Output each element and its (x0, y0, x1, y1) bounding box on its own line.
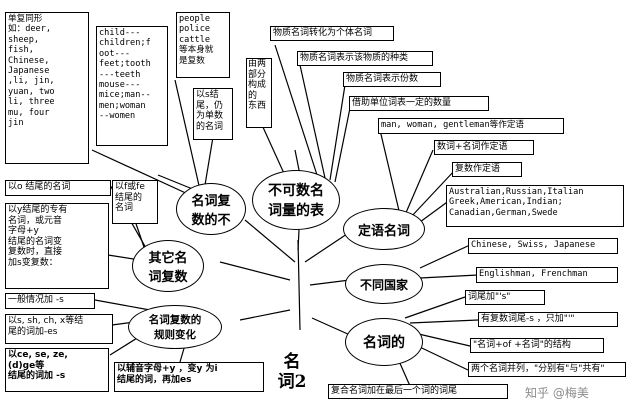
branch-nationality (309, 279, 351, 286)
root-title: 名 词2 (277, 352, 307, 392)
node-plural-irregular: 名词复 数的不 (176, 183, 246, 235)
box-compound-last: 复合名词加在最后一个词的词尾 (328, 384, 508, 399)
box-man-woman: man, woman, gentleman等作定语 (378, 118, 564, 134)
branch-plural-rules (239, 309, 291, 321)
leaf-line (404, 149, 434, 216)
leaf-line (379, 129, 401, 216)
leaf-line (174, 79, 201, 191)
trunk-line (297, 239, 301, 331)
box-englishman: Englishman, Frenchman (476, 267, 618, 283)
box-number-noun: 数词+名词作定语 (434, 140, 534, 155)
leaf-line (404, 296, 466, 319)
box-australian: Australian,Russian,Italian Greek,America… (446, 185, 624, 227)
box-unit-words: 借助单位词表一定的数量 (349, 96, 489, 111)
box-consonant-y: 以辅音字母+y ，变y 为i 结尾的词，再加es (114, 362, 264, 392)
box-same-form: 单复同形 如：deer, sheep, fish, Chinese, Japan… (5, 12, 89, 164)
box-portions: 物质名词表示份数 (343, 72, 441, 87)
branch-other-plural (219, 261, 291, 281)
node-plural-rules: 名词复数的 规则变化 (128, 305, 222, 349)
box-kinds: 物质名词表示该物质的种类 (297, 51, 433, 66)
box-plural-attr: 复数作定语 (452, 162, 522, 177)
box-joint-owner: 两个名词并列，"分别有"与"共有" (468, 362, 626, 377)
node-attributive: 定语名词 (343, 208, 425, 250)
box-o-ending: 以o 结尾的名词 (5, 180, 111, 196)
node-other-plural: 其它名 词复数 (132, 240, 204, 292)
leaf-line (409, 169, 456, 219)
box-vowel-change: child--- children;f oot--- feet;tooth --… (96, 26, 168, 146)
leaf-line (409, 319, 479, 324)
branch-plural-irregular (244, 219, 296, 263)
leaf-line (419, 199, 451, 223)
box-s-ending: 以s结 尾，仍 为单数 的名词 (193, 88, 233, 140)
box-chinese: Chinese, Swiss, Japanese (468, 238, 618, 254)
box-s-sh-ch-x: 以s, sh, ch, x等结 尾的词加-es (5, 314, 113, 344)
leaf-line (299, 64, 326, 179)
box-plural-ending-s: 有复数词尾-s ，只加"'" (478, 312, 618, 327)
box-individual: 物质名词转化为个体名词 (270, 26, 394, 41)
box-of-structure: "名词+of +名词"的结构 (470, 338, 604, 353)
leaf-line (329, 84, 346, 181)
box-general-s: 一般情况加 -s (5, 293, 95, 309)
box-y-proper: 以y结尾的专有 名词，或元音 字母+y 结尾的名词变 复数时，直接 加s变复数： (5, 203, 109, 289)
leaf-line (334, 107, 351, 183)
leaf-line (419, 274, 479, 279)
box-ce-se-ze: 以ce, se, ze, (d)ge等 结尾的词加 -s (5, 348, 109, 392)
leaf-line (94, 299, 151, 311)
box-add-apostrophe-s: 词尾加"'s" (465, 290, 545, 305)
box-f-fe-ending: 以f或fe 结尾的 名词 (112, 180, 158, 224)
node-nationality: 不同国家 (345, 264, 423, 304)
node-possessive: 名词的 (345, 318, 423, 366)
box-two-part: 由两 部分 构成的 东西 (246, 58, 272, 128)
node-uncountable: 不可数名 词量的表 (252, 170, 340, 230)
leaf-line (419, 244, 471, 269)
branch-possessive (311, 317, 351, 336)
watermark: 知乎 @梅美 (525, 386, 589, 400)
box-collective: people police cattle 等本身就 是复数 (176, 12, 230, 78)
leaf-line (91, 149, 191, 196)
leaf-line (274, 44, 319, 179)
branch-attributive (304, 231, 351, 263)
